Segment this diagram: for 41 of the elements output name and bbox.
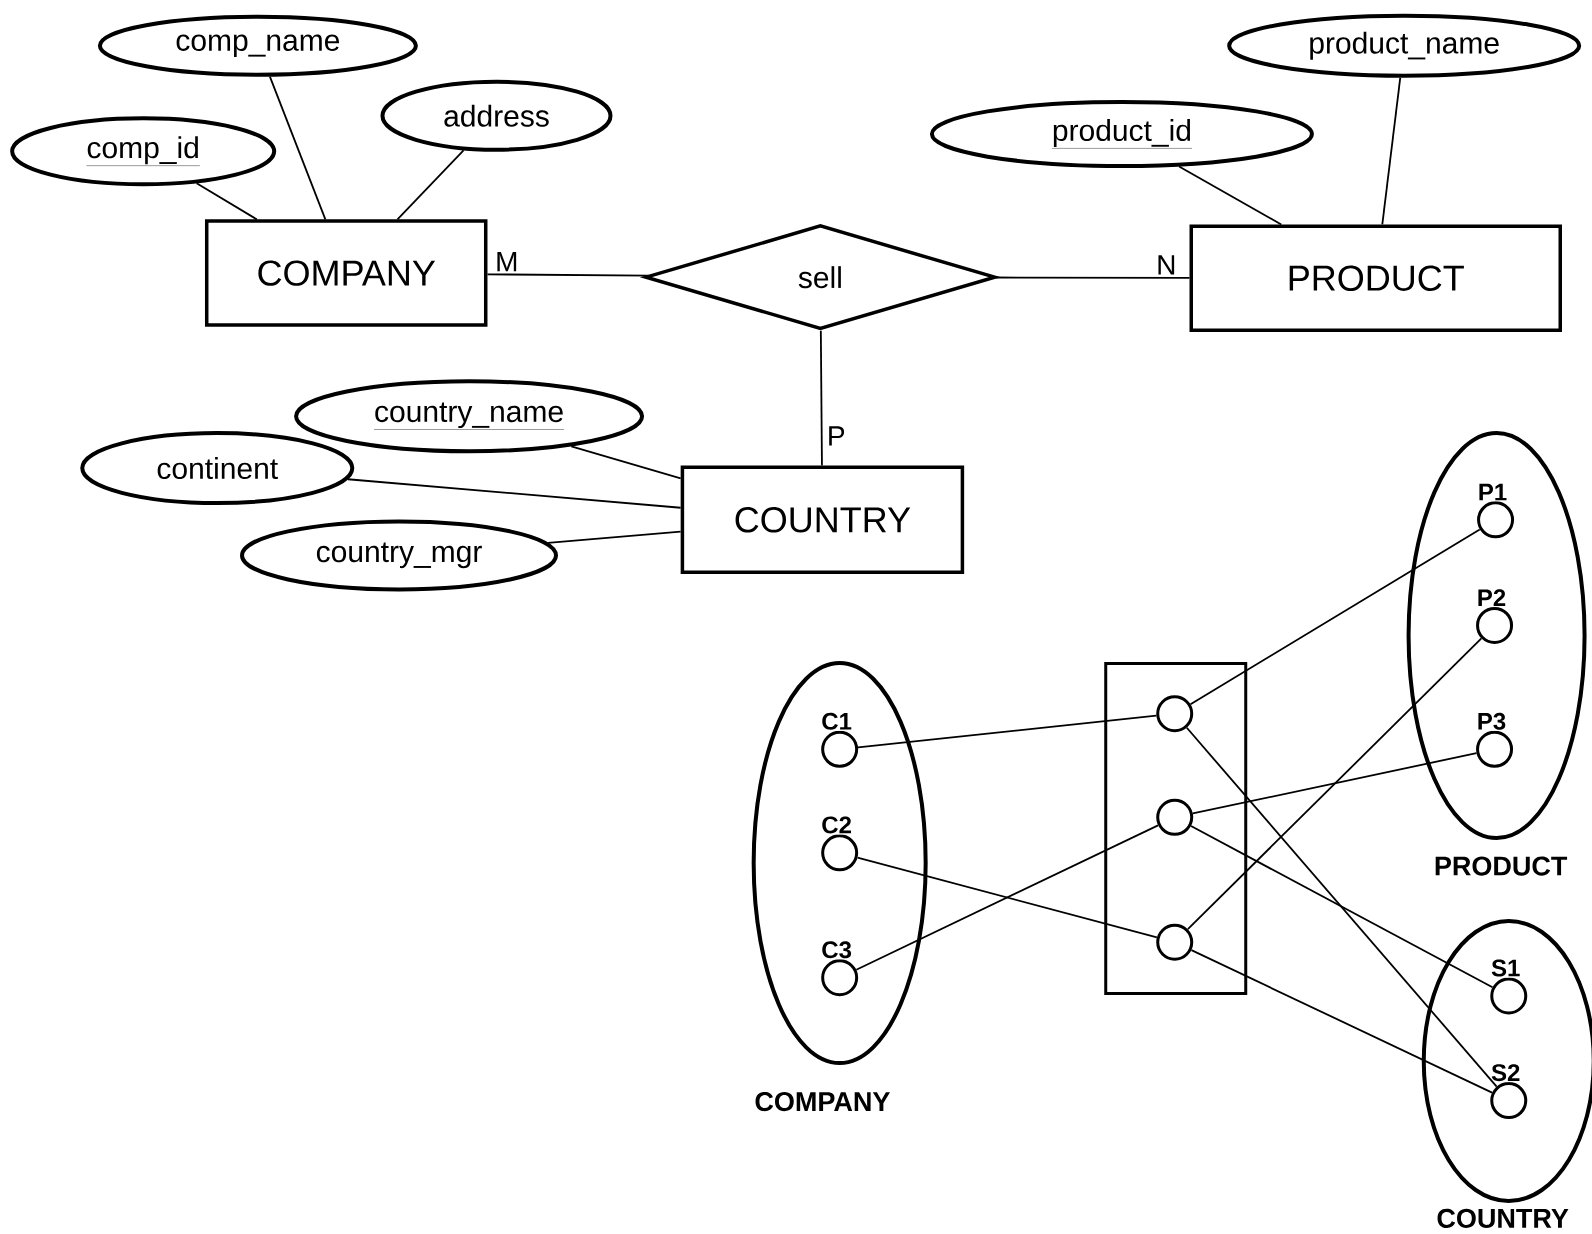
connector-line — [346, 478, 682, 509]
relationship-set-box — [1104, 662, 1248, 996]
cardinality-label: P — [825, 425, 847, 447]
element-label: S1 — [1490, 958, 1522, 978]
cardinality-label: N — [1155, 254, 1178, 276]
set-label: COMPANY — [755, 1092, 890, 1112]
connector-line — [1191, 752, 1478, 815]
element-label: C2 — [820, 815, 853, 835]
connector-line — [819, 330, 823, 467]
instance-circle — [1156, 923, 1194, 961]
connector-line — [1190, 825, 1494, 989]
connector-line — [1185, 727, 1498, 1088]
cardinality-label: M — [494, 251, 520, 273]
connector-line — [856, 856, 1158, 939]
instance-circle — [1156, 695, 1194, 733]
connector-line — [1178, 165, 1283, 226]
element-label: C3 — [820, 940, 853, 960]
connector-line — [486, 273, 650, 277]
connector-line — [995, 276, 1191, 279]
entity-box: COMPANY — [205, 219, 488, 328]
connector-line — [570, 445, 682, 480]
connector-line — [1190, 949, 1493, 1094]
connector-line — [1186, 637, 1483, 931]
element-label: P1 — [1476, 483, 1509, 502]
instance-circle — [1156, 799, 1194, 837]
set-label: PRODUCT — [1435, 856, 1568, 876]
entity-box: PRODUCT — [1189, 224, 1562, 333]
connector-line — [857, 715, 1158, 749]
set-label: COUNTRY — [1437, 1209, 1569, 1229]
connector-line — [1189, 528, 1481, 706]
element-label: C1 — [820, 712, 853, 732]
element-label: S2 — [1490, 1063, 1522, 1083]
connector-line — [269, 75, 327, 221]
connector-line — [547, 531, 682, 544]
element-label: P2 — [1475, 588, 1508, 608]
entity-box: COUNTRY — [680, 465, 965, 575]
connector-line — [855, 824, 1159, 971]
connector-line — [396, 149, 465, 221]
element-label: P3 — [1475, 712, 1508, 732]
connector-line — [1381, 77, 1402, 226]
connector-line — [195, 182, 258, 221]
